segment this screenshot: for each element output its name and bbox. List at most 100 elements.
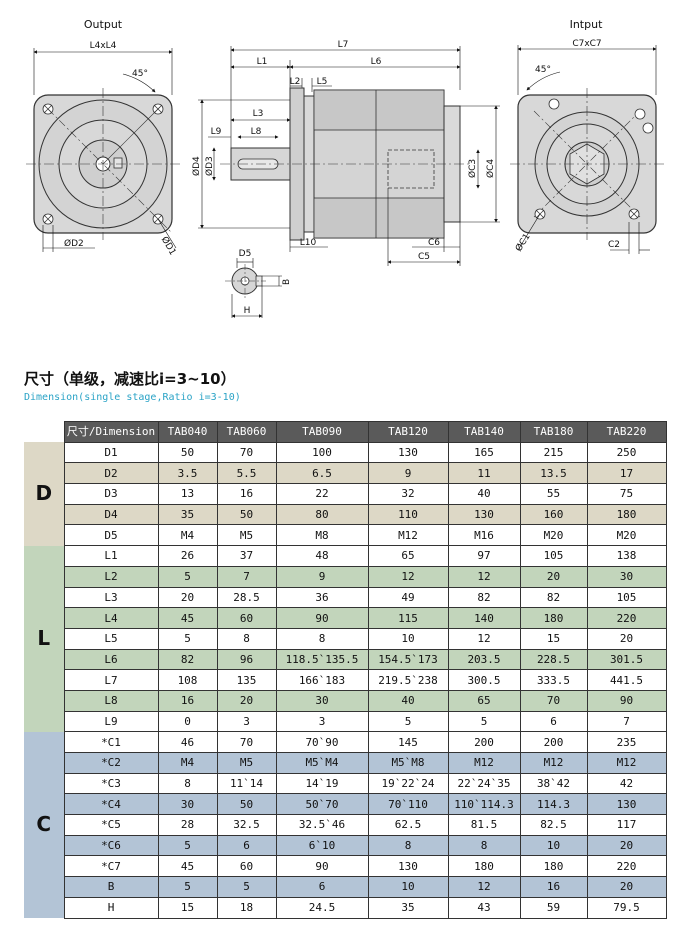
output-title: Output xyxy=(84,18,123,31)
table-cell: 219.5`238 xyxy=(367,669,449,691)
table-cell: 114.3 xyxy=(519,793,588,816)
row-label: *C4 xyxy=(63,793,159,816)
table-cell: 81.5 xyxy=(447,814,521,836)
table-cell: 138 xyxy=(586,545,667,567)
table-cell: 15 xyxy=(519,627,588,650)
row-label: L6 xyxy=(63,648,159,671)
dim-l5: L5 xyxy=(317,77,328,87)
table-cell: 82 xyxy=(157,648,218,671)
table-cell: 9 xyxy=(275,565,369,588)
table-cell: 6 xyxy=(216,834,277,857)
table-cell: 6 xyxy=(275,876,369,898)
section-heading: 尺寸（单级，减速比i=3~10） xyxy=(24,370,236,388)
dim-c7xc7: C7xC7 xyxy=(572,39,601,49)
table-cell: 5 xyxy=(367,710,449,733)
table-cell: 16 xyxy=(519,876,588,898)
dim-l4xl4: L4xL4 xyxy=(90,41,117,51)
dim-l9: L9 xyxy=(211,127,222,137)
table-cell: 180 xyxy=(586,503,667,526)
table-cell: 140 xyxy=(447,607,521,629)
table-cell: 20 xyxy=(586,627,667,650)
table-header-row: 尺寸/Dimension TAB040 TAB060 TAB090 TAB120… xyxy=(24,421,667,443)
dim-c5: C5 xyxy=(418,252,430,262)
table-cell: 220 xyxy=(586,855,667,878)
table-cell: 60 xyxy=(216,607,277,629)
table-cell: 49 xyxy=(367,586,449,609)
table-cell: 8 xyxy=(275,627,369,650)
table-cell: 90 xyxy=(275,855,369,878)
table-cell: M5`M4 xyxy=(275,752,369,774)
table-cell: 5 xyxy=(157,627,218,650)
table-cell: M5 xyxy=(216,752,277,774)
table-cell: 32.5`46 xyxy=(275,814,369,836)
table-cell: 82.5 xyxy=(519,814,588,836)
table-cell: 5 xyxy=(157,834,218,857)
table-cell: M4 xyxy=(157,524,218,547)
table-cell: 16 xyxy=(157,689,218,712)
row-label: *C2 xyxy=(63,752,159,774)
dim-l7: L7 xyxy=(338,40,349,50)
table-cell: 5 xyxy=(447,710,521,733)
table-cell: 130 xyxy=(367,441,449,464)
table-cell: 130 xyxy=(367,855,449,878)
table-cell: 8 xyxy=(367,834,449,857)
table-cell: 80 xyxy=(275,503,369,526)
table-cell: 110 xyxy=(367,503,449,526)
table-cell: 65 xyxy=(447,689,521,712)
table-cell: 97 xyxy=(447,545,521,567)
row-label: H xyxy=(63,896,159,919)
table-cell: 79.5 xyxy=(586,896,667,919)
table-cell: 154.5`173 xyxy=(367,648,449,671)
table-cell: 13 xyxy=(157,483,218,505)
table-cell: 26 xyxy=(157,545,218,567)
table-cell: M20 xyxy=(519,524,588,547)
dim-d1: ØD1 xyxy=(159,235,178,258)
angle-right-label: 45° xyxy=(535,65,551,75)
row-label: L2 xyxy=(63,565,159,588)
table-cell: 50 xyxy=(216,503,277,526)
table-cell: 441.5 xyxy=(586,669,667,691)
dim-l6: L6 xyxy=(371,57,382,67)
table-cell: 6 xyxy=(519,710,588,733)
table-cell: 70 xyxy=(216,731,277,753)
table-cell: 10 xyxy=(367,876,449,898)
row-label: D1 xyxy=(63,441,159,464)
table-cell: 115 xyxy=(367,607,449,629)
dim-d5: D5 xyxy=(239,249,252,259)
row-label: D4 xyxy=(63,503,159,526)
dim-c2: C2 xyxy=(608,240,620,250)
input-view: Intput C7xC7 45° ØC1 C2 xyxy=(510,18,664,254)
dimension-table: 尺寸/Dimension TAB040 TAB060 TAB090 TAB120… xyxy=(24,421,667,919)
table-cell: 108 xyxy=(157,669,218,691)
input-title: Intput xyxy=(570,18,603,31)
table-cell: M20 xyxy=(586,524,667,547)
table-cell: M12 xyxy=(519,752,588,774)
table-cell: 130 xyxy=(586,793,667,816)
table-cell: 40 xyxy=(367,689,449,712)
table-cell: 10 xyxy=(367,627,449,650)
table-cell: 65 xyxy=(367,545,449,567)
table-cell: 333.5 xyxy=(519,669,588,691)
row-label: D2 xyxy=(63,462,159,485)
table-cell: 16 xyxy=(216,483,277,505)
table-cell: 35 xyxy=(367,896,449,919)
table-cell: M12 xyxy=(367,524,449,547)
table-cell: 38`42 xyxy=(519,772,588,795)
table-cell: 12 xyxy=(367,565,449,588)
table-cell: 200 xyxy=(519,731,588,753)
row-label: D5 xyxy=(63,524,159,547)
table-cell: 13.5 xyxy=(519,462,588,485)
table-cell: M12 xyxy=(447,752,521,774)
table-cell: 160 xyxy=(519,503,588,526)
dim-c1: ØC1 xyxy=(513,232,532,254)
row-label: L1 xyxy=(63,545,159,567)
dim-c6: C6 xyxy=(428,238,440,248)
table-cell: 8 xyxy=(157,772,218,795)
table-cell: 90 xyxy=(275,607,369,629)
row-label: L9 xyxy=(63,710,159,733)
